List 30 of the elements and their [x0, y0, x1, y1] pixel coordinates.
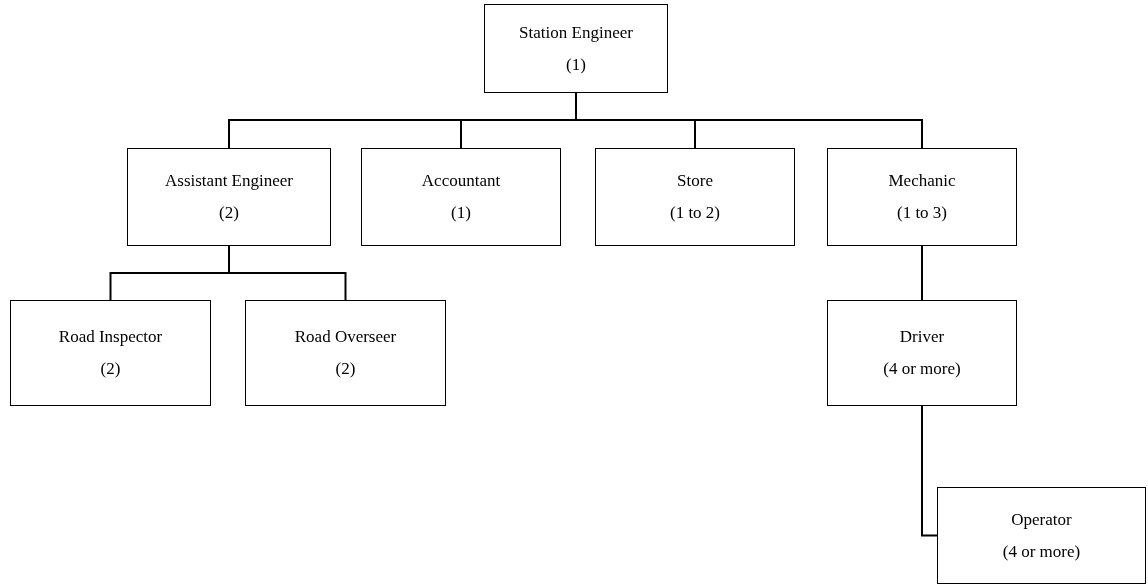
- staff-count: (1): [566, 54, 586, 75]
- staff-count: (4 or more): [1002, 541, 1081, 562]
- role-box: [361, 148, 561, 246]
- staff-count: (1 to 2): [669, 203, 720, 223]
- role-title: Driver: [899, 327, 945, 347]
- role-box: [484, 4, 668, 93]
- role-box: [10, 300, 211, 406]
- staff-count: (1): [451, 203, 471, 223]
- staff-count: (2): [100, 359, 121, 379]
- role-box: [595, 148, 795, 246]
- connector-line: [921, 405, 938, 537]
- role-title: Assistant Engineer: [165, 171, 293, 191]
- role-title: Accountant: [421, 171, 501, 191]
- staff-count: (1 to 3): [896, 203, 947, 223]
- staff-count: (2): [335, 359, 356, 379]
- role-box: [127, 148, 331, 246]
- connector-line: [228, 245, 347, 301]
- role-box: [827, 300, 1017, 406]
- staff-count: (4 or more): [883, 359, 961, 379]
- staff-count: (2): [219, 203, 239, 223]
- role-title: Store: [677, 171, 713, 191]
- role-title: Mechanic: [888, 171, 956, 191]
- role-box: [937, 487, 1146, 584]
- role-title: Operator: [1011, 509, 1072, 530]
- role-title: Station Engineer: [519, 22, 633, 43]
- role-box: [245, 300, 446, 406]
- role-title: Road Overseer: [294, 327, 397, 347]
- role-box: [827, 148, 1017, 246]
- role-title: Road Inspector: [58, 327, 163, 347]
- connector-line: [921, 245, 923, 301]
